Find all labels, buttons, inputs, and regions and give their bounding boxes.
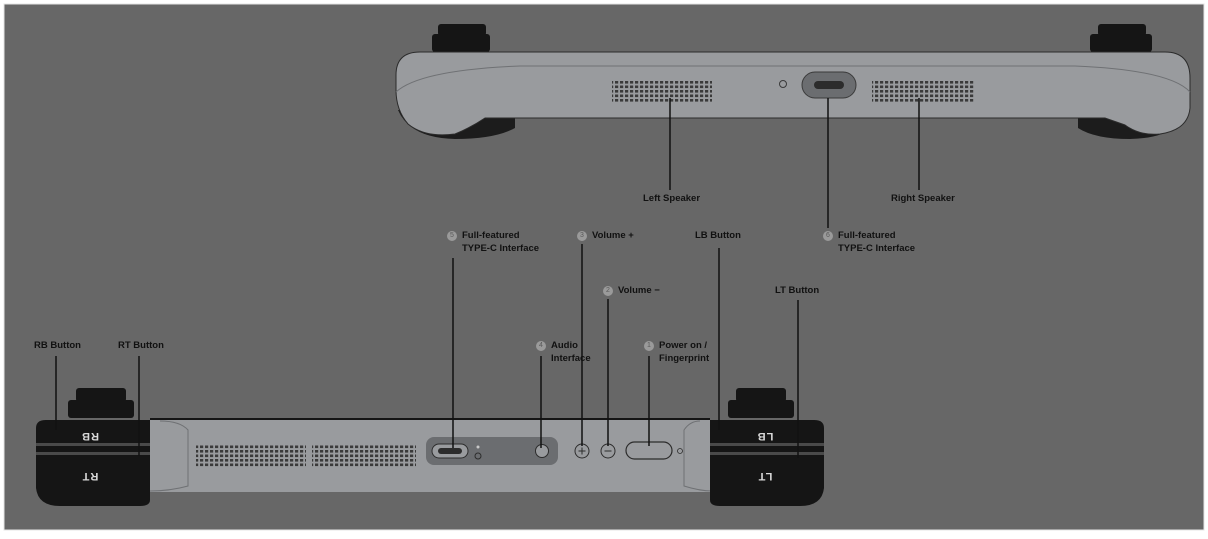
badge-1: 1 xyxy=(644,341,654,351)
bottom-left-stick xyxy=(68,388,134,418)
top-left-speaker-grille xyxy=(612,80,712,102)
lt-button-label: LT Button xyxy=(775,285,820,296)
badge-3: 3 xyxy=(577,231,587,241)
top-view-device xyxy=(395,24,1191,139)
badge-2: 2 xyxy=(603,286,613,296)
rb-rt-trigger: RB RT xyxy=(36,420,150,506)
rb-button-label: RB Button xyxy=(34,340,81,351)
bottom-view-device: RB RT LB LT xyxy=(36,388,824,506)
badge-6: 6 xyxy=(823,231,833,241)
rb-mark: RB xyxy=(81,430,99,442)
rt-mark: RT xyxy=(82,470,99,482)
lt-mark: LT xyxy=(758,470,773,482)
volume-down-button xyxy=(600,443,616,459)
audio-jack xyxy=(535,444,549,458)
volume-up-button xyxy=(574,443,590,459)
bottom-right-stick xyxy=(728,388,794,418)
bottom-right-speaker-grille xyxy=(312,444,416,468)
top-view-body xyxy=(395,51,1191,136)
top-right-speaker-grille xyxy=(872,80,974,102)
lb-button-label: LB Button xyxy=(695,230,741,241)
leader-lines xyxy=(55,98,920,458)
badge-4: 4 xyxy=(536,341,546,351)
bottom-left-speaker-grille xyxy=(196,444,306,468)
badge-5: 5 xyxy=(447,231,457,241)
rt-button-label: RT Button xyxy=(118,340,164,351)
left-speaker-label: Left Speaker xyxy=(643,193,701,204)
right-speaker-label: Right Speaker xyxy=(891,193,955,204)
top-mic-hole xyxy=(779,80,787,88)
top-left-bumper xyxy=(432,24,490,52)
lb-lt-trigger: LB LT xyxy=(710,420,824,506)
lb-mark: LB xyxy=(757,430,774,442)
top-right-bumper xyxy=(1090,24,1152,52)
